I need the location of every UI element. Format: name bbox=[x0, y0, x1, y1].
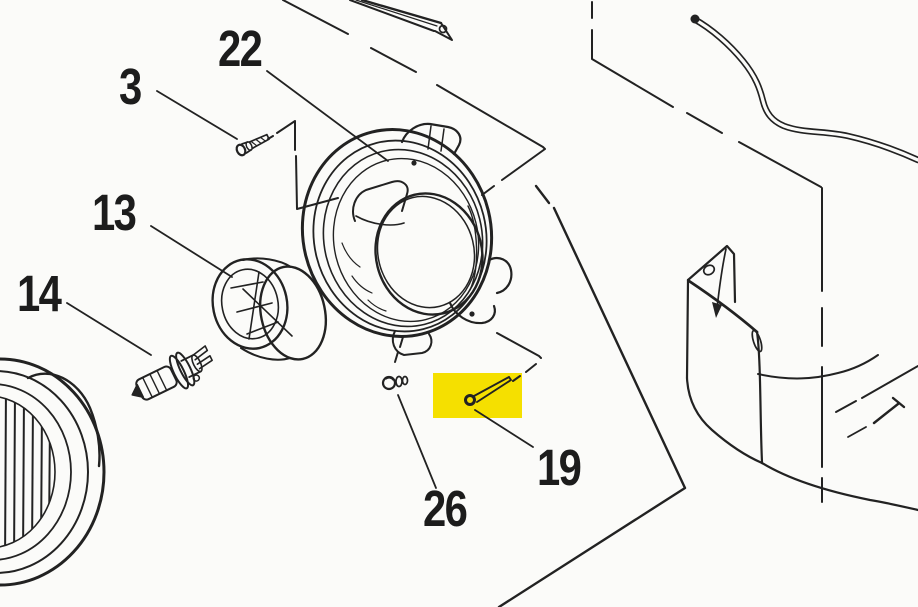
ring-top-tab bbox=[400, 122, 462, 156]
ring-side-tab bbox=[487, 256, 513, 295]
screw-part-19-highlighted[interactable] bbox=[464, 376, 512, 406]
panel-edge-line bbox=[497, 184, 687, 607]
ring-bottom-ear bbox=[391, 330, 433, 356]
ring-inner-opening bbox=[374, 192, 484, 316]
callout-label-22[interactable]: 22 bbox=[218, 20, 263, 77]
highlight-region-part-19[interactable] bbox=[433, 373, 522, 418]
bulb-terminal-prong bbox=[196, 355, 213, 370]
headlamp-lens bbox=[0, 357, 106, 587]
leader-22 bbox=[266, 70, 389, 162]
callout-label-3[interactable]: 3 bbox=[119, 58, 142, 115]
trim-strip bbox=[349, 0, 453, 41]
leader-14 bbox=[66, 302, 152, 356]
mounting-bracket bbox=[685, 244, 918, 512]
ring-screw-hole bbox=[411, 160, 417, 166]
callout-label-19[interactable]: 19 bbox=[537, 439, 582, 496]
bulb-glass-ribs bbox=[142, 370, 167, 398]
halogen-bulb bbox=[131, 345, 213, 401]
assembly-arrow bbox=[716, 248, 727, 309]
lens-fluting bbox=[0, 396, 51, 548]
bulb-locating-lug bbox=[192, 374, 201, 382]
bracket-top-tab bbox=[686, 244, 737, 304]
leader-13 bbox=[150, 225, 233, 278]
bracket-fastener bbox=[847, 396, 906, 438]
ring-bottom-boss bbox=[448, 301, 496, 325]
cover-spring-clip-lines bbox=[230, 271, 293, 340]
screw-part-26 bbox=[381, 375, 409, 391]
bulb-flange bbox=[168, 354, 190, 390]
callout-label-14[interactable]: 14 bbox=[17, 265, 62, 322]
bracket-slot bbox=[751, 329, 763, 353]
screw-part-3 bbox=[235, 133, 270, 157]
wiring-tube bbox=[690, 14, 918, 164]
bulb-dust-cover bbox=[211, 257, 327, 361]
callout-label-13[interactable]: 13 bbox=[92, 184, 137, 241]
leader-19 bbox=[474, 409, 534, 448]
leader-26 bbox=[397, 394, 437, 489]
leader-3 bbox=[156, 90, 238, 140]
headlamp-mounting-ring bbox=[300, 122, 513, 356]
ring-adjuster-housing bbox=[352, 180, 409, 222]
lens-mounting-ear bbox=[26, 372, 101, 468]
callout-leader-lines bbox=[66, 70, 534, 489]
callout-label-26[interactable]: 26 bbox=[423, 480, 468, 537]
tube-end-cap bbox=[690, 14, 700, 24]
alignment-axis-lines bbox=[267, 0, 823, 503]
assembly-arrowhead bbox=[712, 302, 722, 318]
bulb-terminal-prong bbox=[192, 345, 209, 361]
ring-screw-hole bbox=[469, 311, 475, 317]
bracket-hole bbox=[702, 264, 716, 276]
